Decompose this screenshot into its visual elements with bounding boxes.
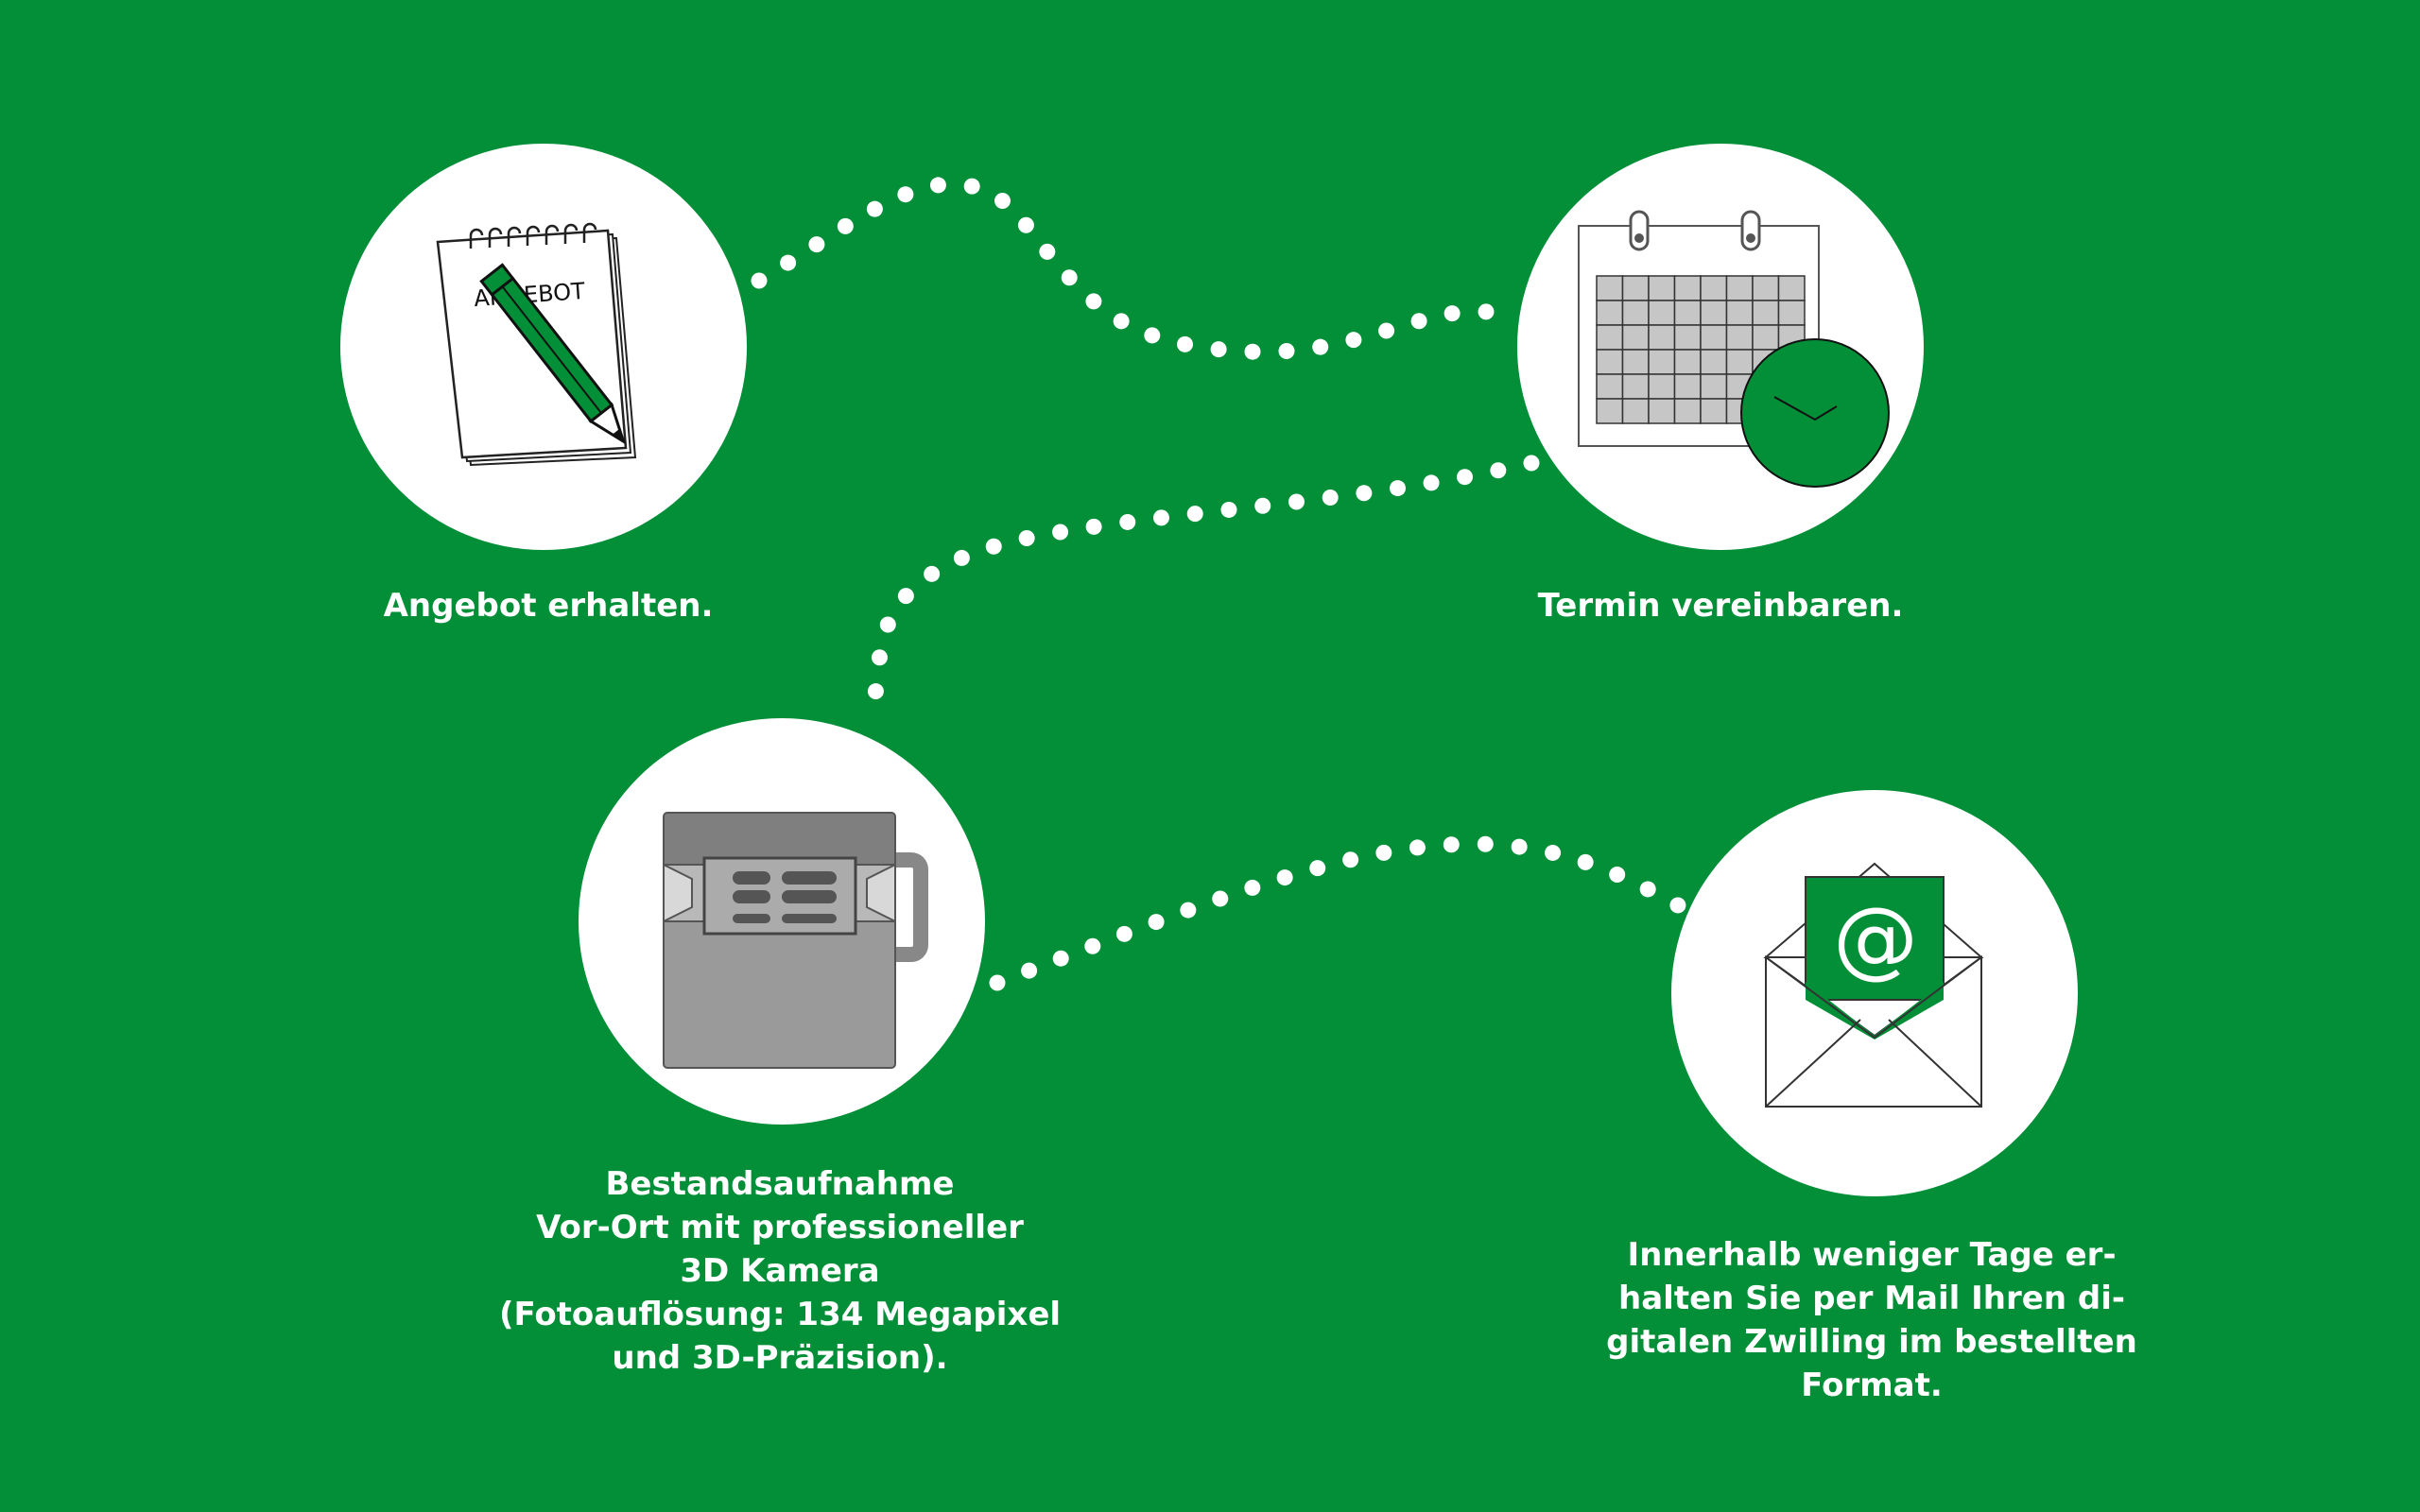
- connector-dot: [963, 178, 980, 195]
- connector-dot: [1345, 332, 1362, 349]
- connector-dot: [879, 616, 896, 633]
- label-line: Termin vereinbaren.: [1537, 587, 1904, 625]
- connector-dot: [1119, 513, 1136, 530]
- label-line: 3D Kamera: [680, 1252, 880, 1290]
- connector-dot: [1061, 269, 1078, 286]
- connector-dot: [897, 588, 914, 605]
- connector-dot: [1423, 474, 1440, 491]
- label-line: Bestandsaufnahme: [605, 1165, 955, 1203]
- connector-dot: [1254, 497, 1271, 514]
- step-scan-circle: [579, 718, 985, 1125]
- connector-dot: [1085, 518, 1102, 535]
- connector-dot: [1115, 925, 1132, 942]
- connector-dot: [989, 974, 1006, 991]
- step-appointment-label: Termin vereinbaren.: [1475, 584, 1966, 627]
- label-line: Innerhalb weniger Tage er-: [1627, 1236, 2117, 1274]
- connector-dot: [751, 272, 768, 289]
- connector-dot: [1409, 839, 1426, 856]
- connector-dot: [1322, 489, 1339, 506]
- step-offer-circle: ANGEBOT: [340, 144, 747, 550]
- connector-dot: [1144, 327, 1161, 344]
- connector-dot: [1378, 322, 1395, 339]
- connector-dot: [1443, 305, 1461, 322]
- connector-dot: [953, 549, 970, 566]
- email-envelope-icon: @: [1763, 862, 1984, 1108]
- connector-dot: [1017, 216, 1034, 233]
- label-line: Angebot erhalten.: [383, 587, 714, 625]
- connector-dot: [867, 683, 884, 700]
- at-sign: @: [1833, 889, 1918, 988]
- notepad-pencil-icon: ANGEBOT: [436, 222, 637, 467]
- connector-dot: [1356, 485, 1373, 502]
- label-line: halten Sie per Mail Ihren di-: [1618, 1280, 2125, 1317]
- connector-dot: [897, 186, 914, 203]
- connector-dot: [1410, 313, 1427, 330]
- connector-dot: [1148, 914, 1165, 931]
- connector-dot: [1523, 455, 1540, 472]
- connector-dot: [1457, 469, 1474, 486]
- connector-dot: [1478, 303, 1495, 320]
- connector-dot: [1244, 343, 1261, 360]
- connector-dot: [1278, 343, 1295, 360]
- connector-dot: [929, 177, 946, 194]
- connector-dot: [837, 217, 854, 234]
- label-line: und 3D-Präzision).: [612, 1339, 948, 1377]
- connector-dot: [1244, 879, 1261, 896]
- connector-dot: [1052, 524, 1069, 541]
- label-line: Format.: [1801, 1366, 1943, 1404]
- connector-dot: [1443, 836, 1460, 853]
- connector-dot: [1609, 866, 1626, 883]
- connector-dot: [1490, 462, 1507, 479]
- connector-dot: [1477, 835, 1494, 852]
- connector-dot: [924, 565, 941, 582]
- label-line: (Fotoauflösung: 134 Megapixel: [498, 1296, 1062, 1333]
- connector-dot: [1312, 338, 1329, 355]
- connector-dot: [1220, 501, 1237, 518]
- connector-dot: [985, 538, 1002, 555]
- connector-dot: [1186, 506, 1203, 523]
- connector-dot: [1018, 529, 1035, 546]
- connector-dot: [1276, 869, 1293, 886]
- connector-dot: [1210, 341, 1227, 358]
- connector-dot: [1052, 950, 1069, 967]
- connector-dot: [1085, 293, 1102, 310]
- connector-dot: [1342, 851, 1359, 868]
- connector-dot: [1113, 313, 1130, 330]
- connector-dot: [1545, 844, 1562, 861]
- connector-dot: [1152, 509, 1169, 526]
- connector-dot: [1309, 860, 1326, 877]
- connector-dots: [751, 177, 1686, 991]
- connector-dot: [1288, 493, 1305, 510]
- connector-dot: [1180, 902, 1197, 919]
- step-offer-label: Angebot erhalten.: [293, 584, 804, 627]
- connector-dot: [808, 236, 825, 253]
- connector-dot: [1639, 881, 1656, 898]
- step-delivery-label: Innerhalb weniger Tage er-halten Sie per…: [1588, 1233, 2155, 1407]
- connector-dot: [1390, 480, 1407, 497]
- connector-dot: [1084, 937, 1101, 954]
- label-line: gitalen Zwilling im bestellten: [1606, 1323, 2137, 1361]
- connector-dot: [866, 200, 883, 217]
- connector-dot: [871, 649, 888, 666]
- connector-dot: [1039, 243, 1056, 260]
- calendar-clock-icon: [1578, 210, 1890, 488]
- connector-dot: [780, 254, 797, 271]
- connector-dot: [1511, 838, 1528, 855]
- connector-dot: [1021, 962, 1038, 979]
- connector-appointment-to-scan: [862, 463, 1531, 720]
- connector-dot: [1177, 335, 1194, 352]
- connector-scan-to-delivery: [997, 844, 1678, 983]
- label-line: Vor-Ort mit professioneller: [536, 1209, 1024, 1246]
- step-delivery-circle: @: [1671, 790, 2078, 1196]
- connector-dot: [1669, 897, 1686, 914]
- connector-dot: [994, 192, 1011, 209]
- step-appointment-circle: [1517, 144, 1924, 550]
- connector-dot: [1577, 853, 1594, 870]
- 3d-camera-icon: [663, 812, 928, 1069]
- connector-dot: [1212, 890, 1229, 907]
- connector-dot: [1375, 844, 1392, 861]
